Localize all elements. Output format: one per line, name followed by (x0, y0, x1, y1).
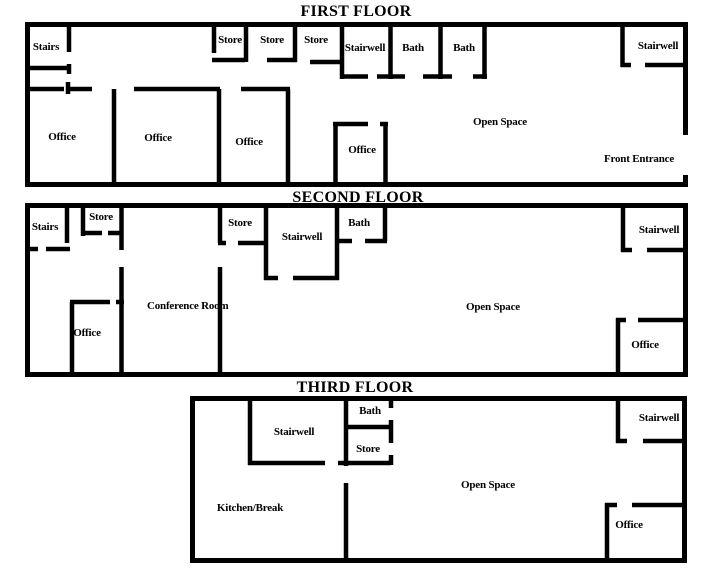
room-label-office: Office (73, 327, 101, 339)
room-label-store: Store (356, 443, 380, 455)
room-label-office: Office (48, 131, 76, 143)
room-label-stairwell: Stairwell (344, 42, 386, 54)
room-label-stairs: Stairs (32, 41, 60, 53)
room-label-open-space: Open Space (466, 301, 520, 313)
room-label-stairwell: Stairwell (281, 231, 323, 243)
room-label-store: Store (218, 34, 242, 46)
room-label-office: Office (235, 136, 263, 148)
room-label-office: Office (631, 339, 659, 351)
room-label-bath: Bath (402, 42, 424, 54)
room-label-stairwell: Stairwell (273, 426, 315, 438)
room-label-open-space: Open Space (461, 479, 515, 491)
room-label-stairwell: Stairwell (638, 224, 680, 236)
room-label-stairwell: Stairwell (638, 412, 680, 424)
room-label-store: Store (260, 34, 284, 46)
room-label-bath: Bath (359, 405, 381, 417)
room-label-store: Store (304, 34, 328, 46)
room-label-store: Store (89, 211, 113, 223)
floor-title-second: SECOND FLOOR (292, 189, 424, 206)
room-label-kitchen-break: Kitchen/Break (216, 502, 284, 514)
floor-title-first: FIRST FLOOR (300, 3, 412, 20)
room-label-bath: Bath (348, 217, 370, 229)
room-label-bath: Bath (453, 42, 475, 54)
room-label-office: Office (144, 132, 172, 144)
room-label-office: Office (615, 519, 643, 531)
room-label-store: Store (228, 217, 252, 229)
room-label-office: Office (348, 144, 376, 156)
floor-title-third: THIRD FLOOR (296, 379, 414, 396)
room-label-front-entrance: Front Entrance (603, 153, 675, 165)
room-label-conference-room: Conference Room (147, 299, 229, 312)
room-label-stairwell: Stairwell (637, 40, 679, 52)
room-label-open-space: Open Space (473, 116, 527, 128)
room-label-stairs: Stairs (31, 221, 59, 233)
